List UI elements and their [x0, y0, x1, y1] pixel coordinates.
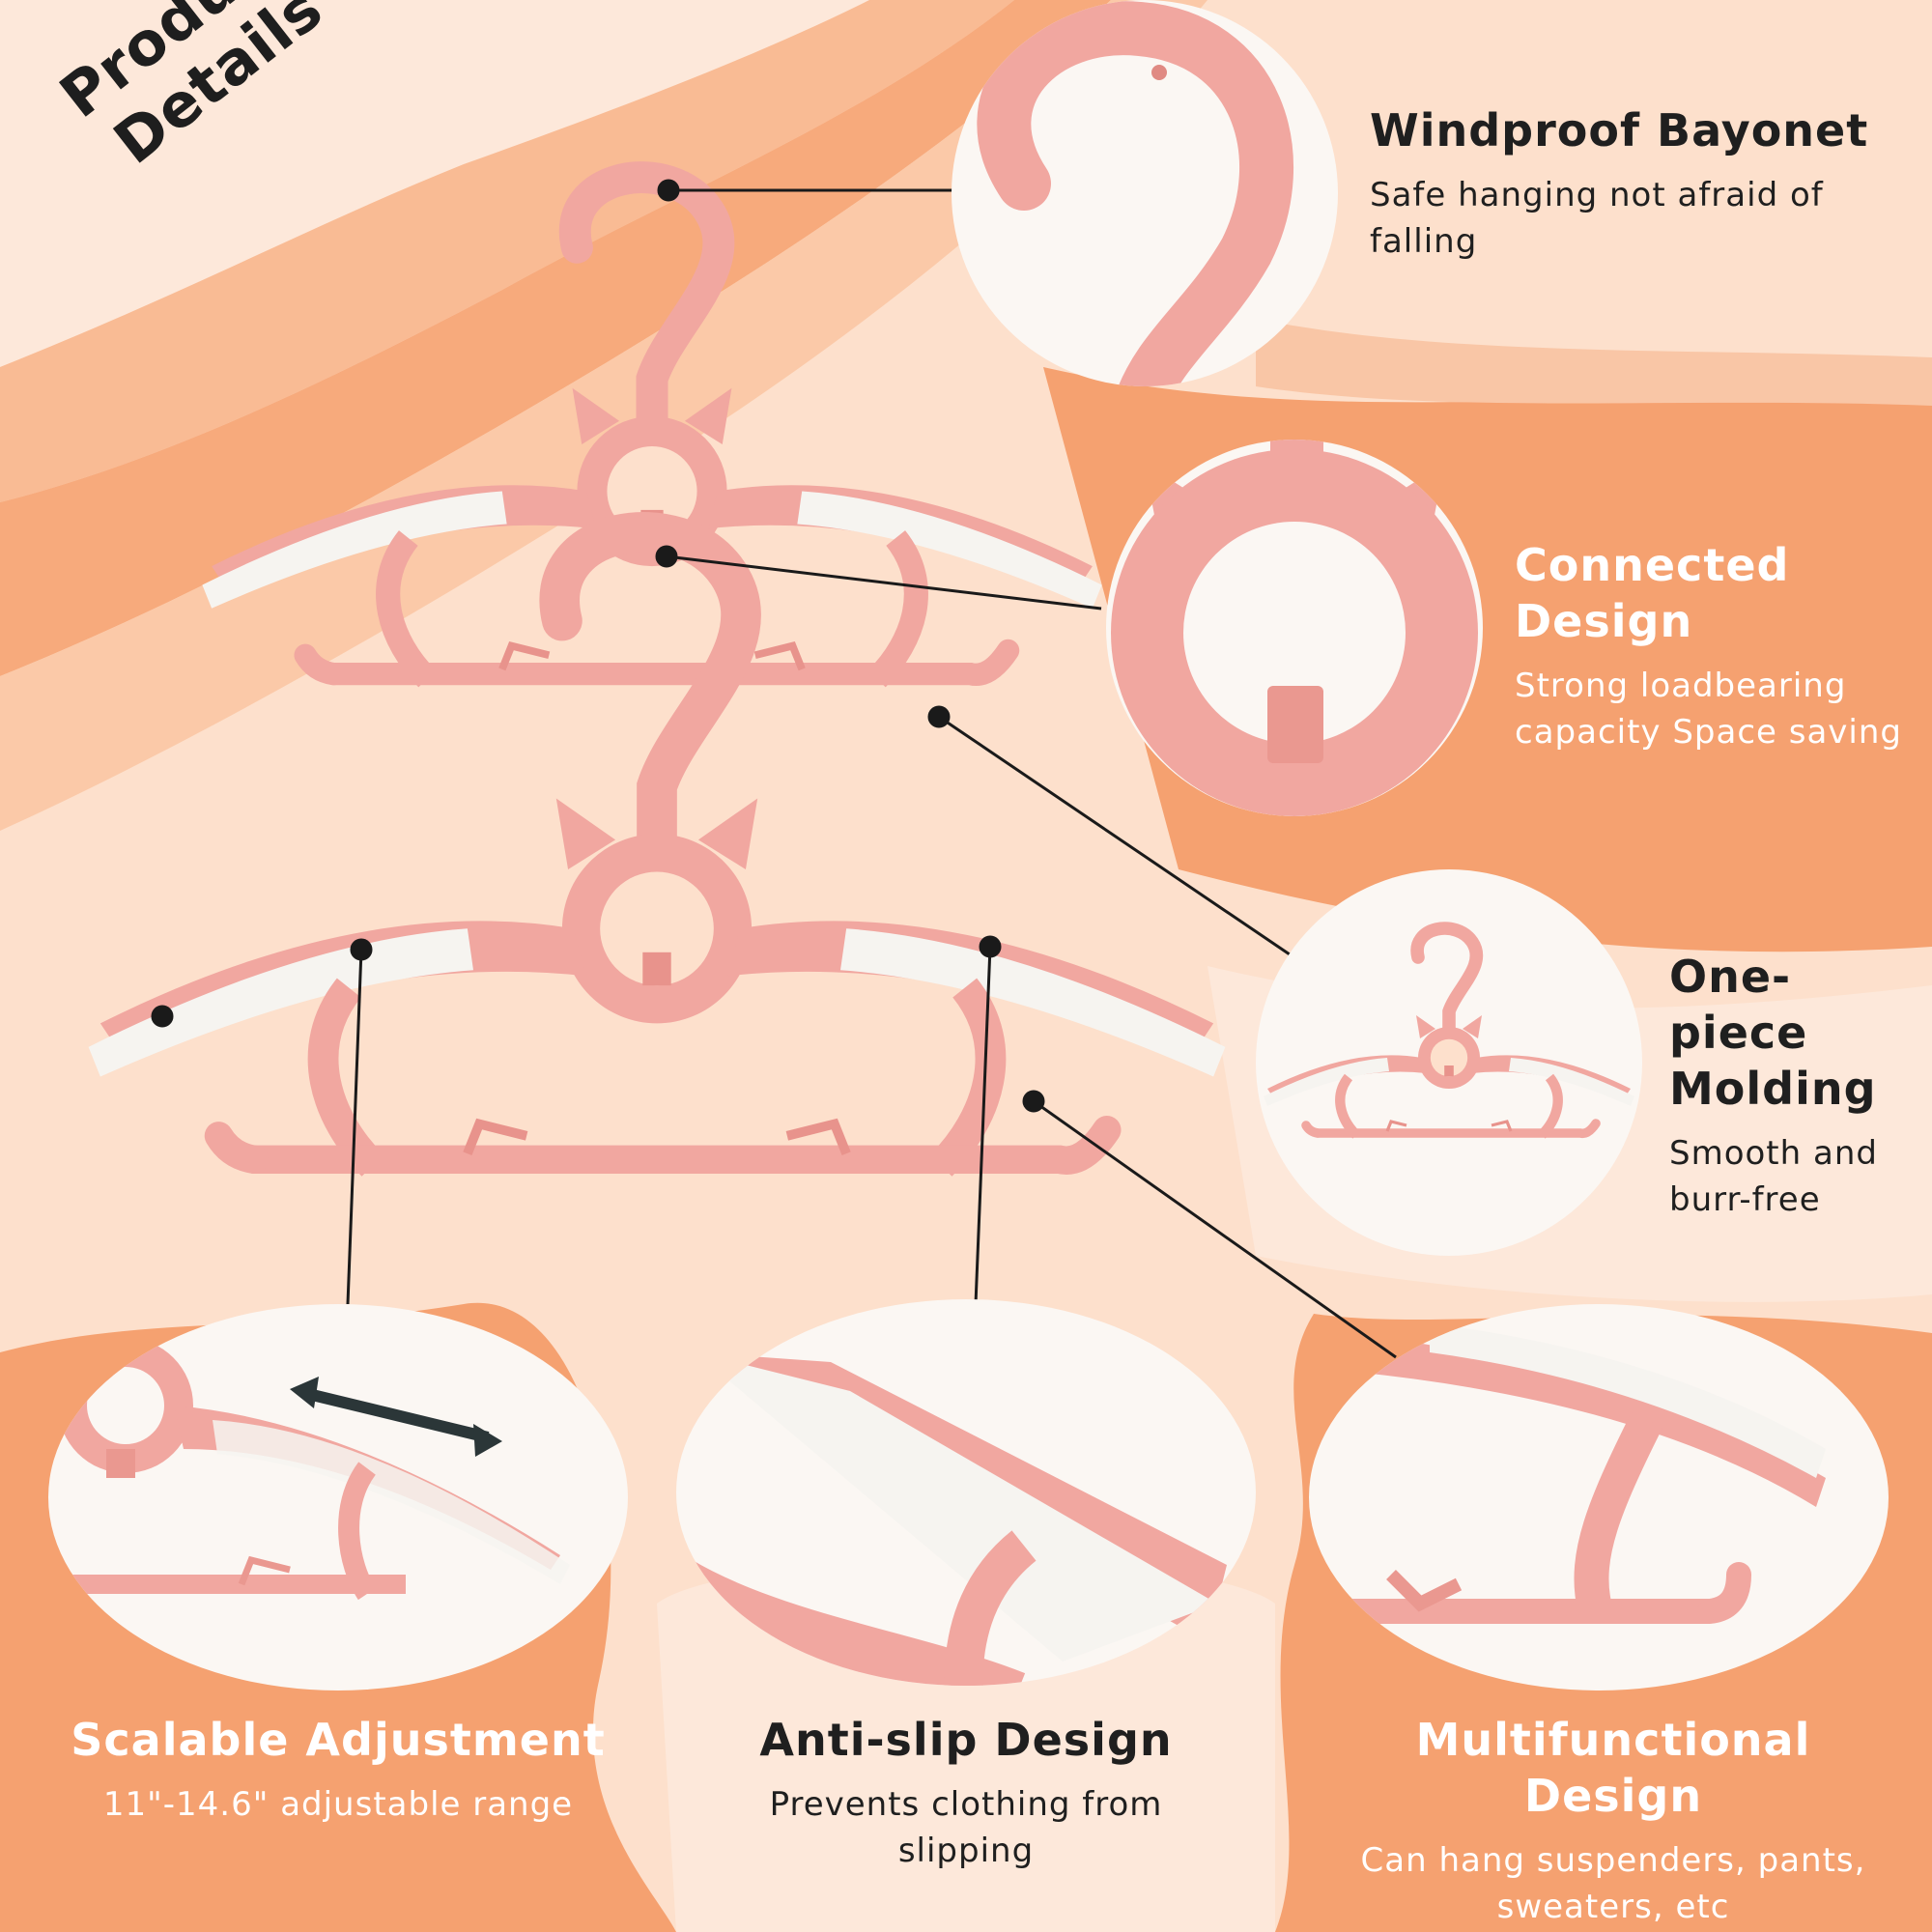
- feature-title: Multifunctional Design: [1415, 1714, 1811, 1822]
- feature-scalable-adjustment: Scalable Adjustment 11"-14.6" adjustable…: [48, 1712, 628, 1828]
- feature-title: Scalable Adjustment: [71, 1714, 606, 1766]
- detail-ellipse-adjustment: [48, 1304, 628, 1690]
- callout-lines: [151, 179, 1397, 1359]
- feature-title: One-piece Molding: [1669, 951, 1877, 1115]
- feature-multifunctional-design: Multifunctional Design Can hang suspende…: [1323, 1712, 1903, 1930]
- wave-left-deep-orange: [0, 0, 1111, 676]
- detail-circle-connector: [1106, 440, 1483, 816]
- feature-description: Smooth and burr-free: [1669, 1134, 1878, 1219]
- detail-ellipse-multifunctional: [1309, 1304, 1889, 1690]
- feature-description: 11"-14.6" adjustable range: [102, 1785, 574, 1824]
- feature-connected-design: Connected Design Strong loadbearing capa…: [1515, 537, 1920, 755]
- feature-windproof-bayonet: Windproof Bayonet Safe hanging not afrai…: [1370, 102, 1911, 265]
- feature-title: Windproof Bayonet: [1370, 104, 1869, 156]
- feature-title: Anti-slip Design: [759, 1714, 1173, 1766]
- detail-circle-one-piece: [1256, 869, 1642, 1256]
- feature-description: Prevents clothing from slipping: [769, 1785, 1163, 1870]
- feature-one-piece-molding: One-piece Molding Smooth and burr-free: [1669, 949, 1920, 1223]
- feature-description: Strong loadbearing capacity Space saving: [1515, 667, 1903, 752]
- wave-top-left-orange: [0, 0, 1014, 502]
- wave-top-left-light: [0, 0, 869, 367]
- detail-circle-hook: [952, 0, 1338, 386]
- feature-anti-slip-design: Anti-slip Design Prevents clothing from …: [724, 1712, 1208, 1874]
- feature-title: Connected Design: [1515, 539, 1790, 647]
- feature-description: Safe hanging not afraid of falling: [1370, 176, 1824, 261]
- feature-description: Can hang suspenders, pants, sweaters, et…: [1360, 1841, 1866, 1926]
- wave-right-light-band: [1256, 319, 1932, 406]
